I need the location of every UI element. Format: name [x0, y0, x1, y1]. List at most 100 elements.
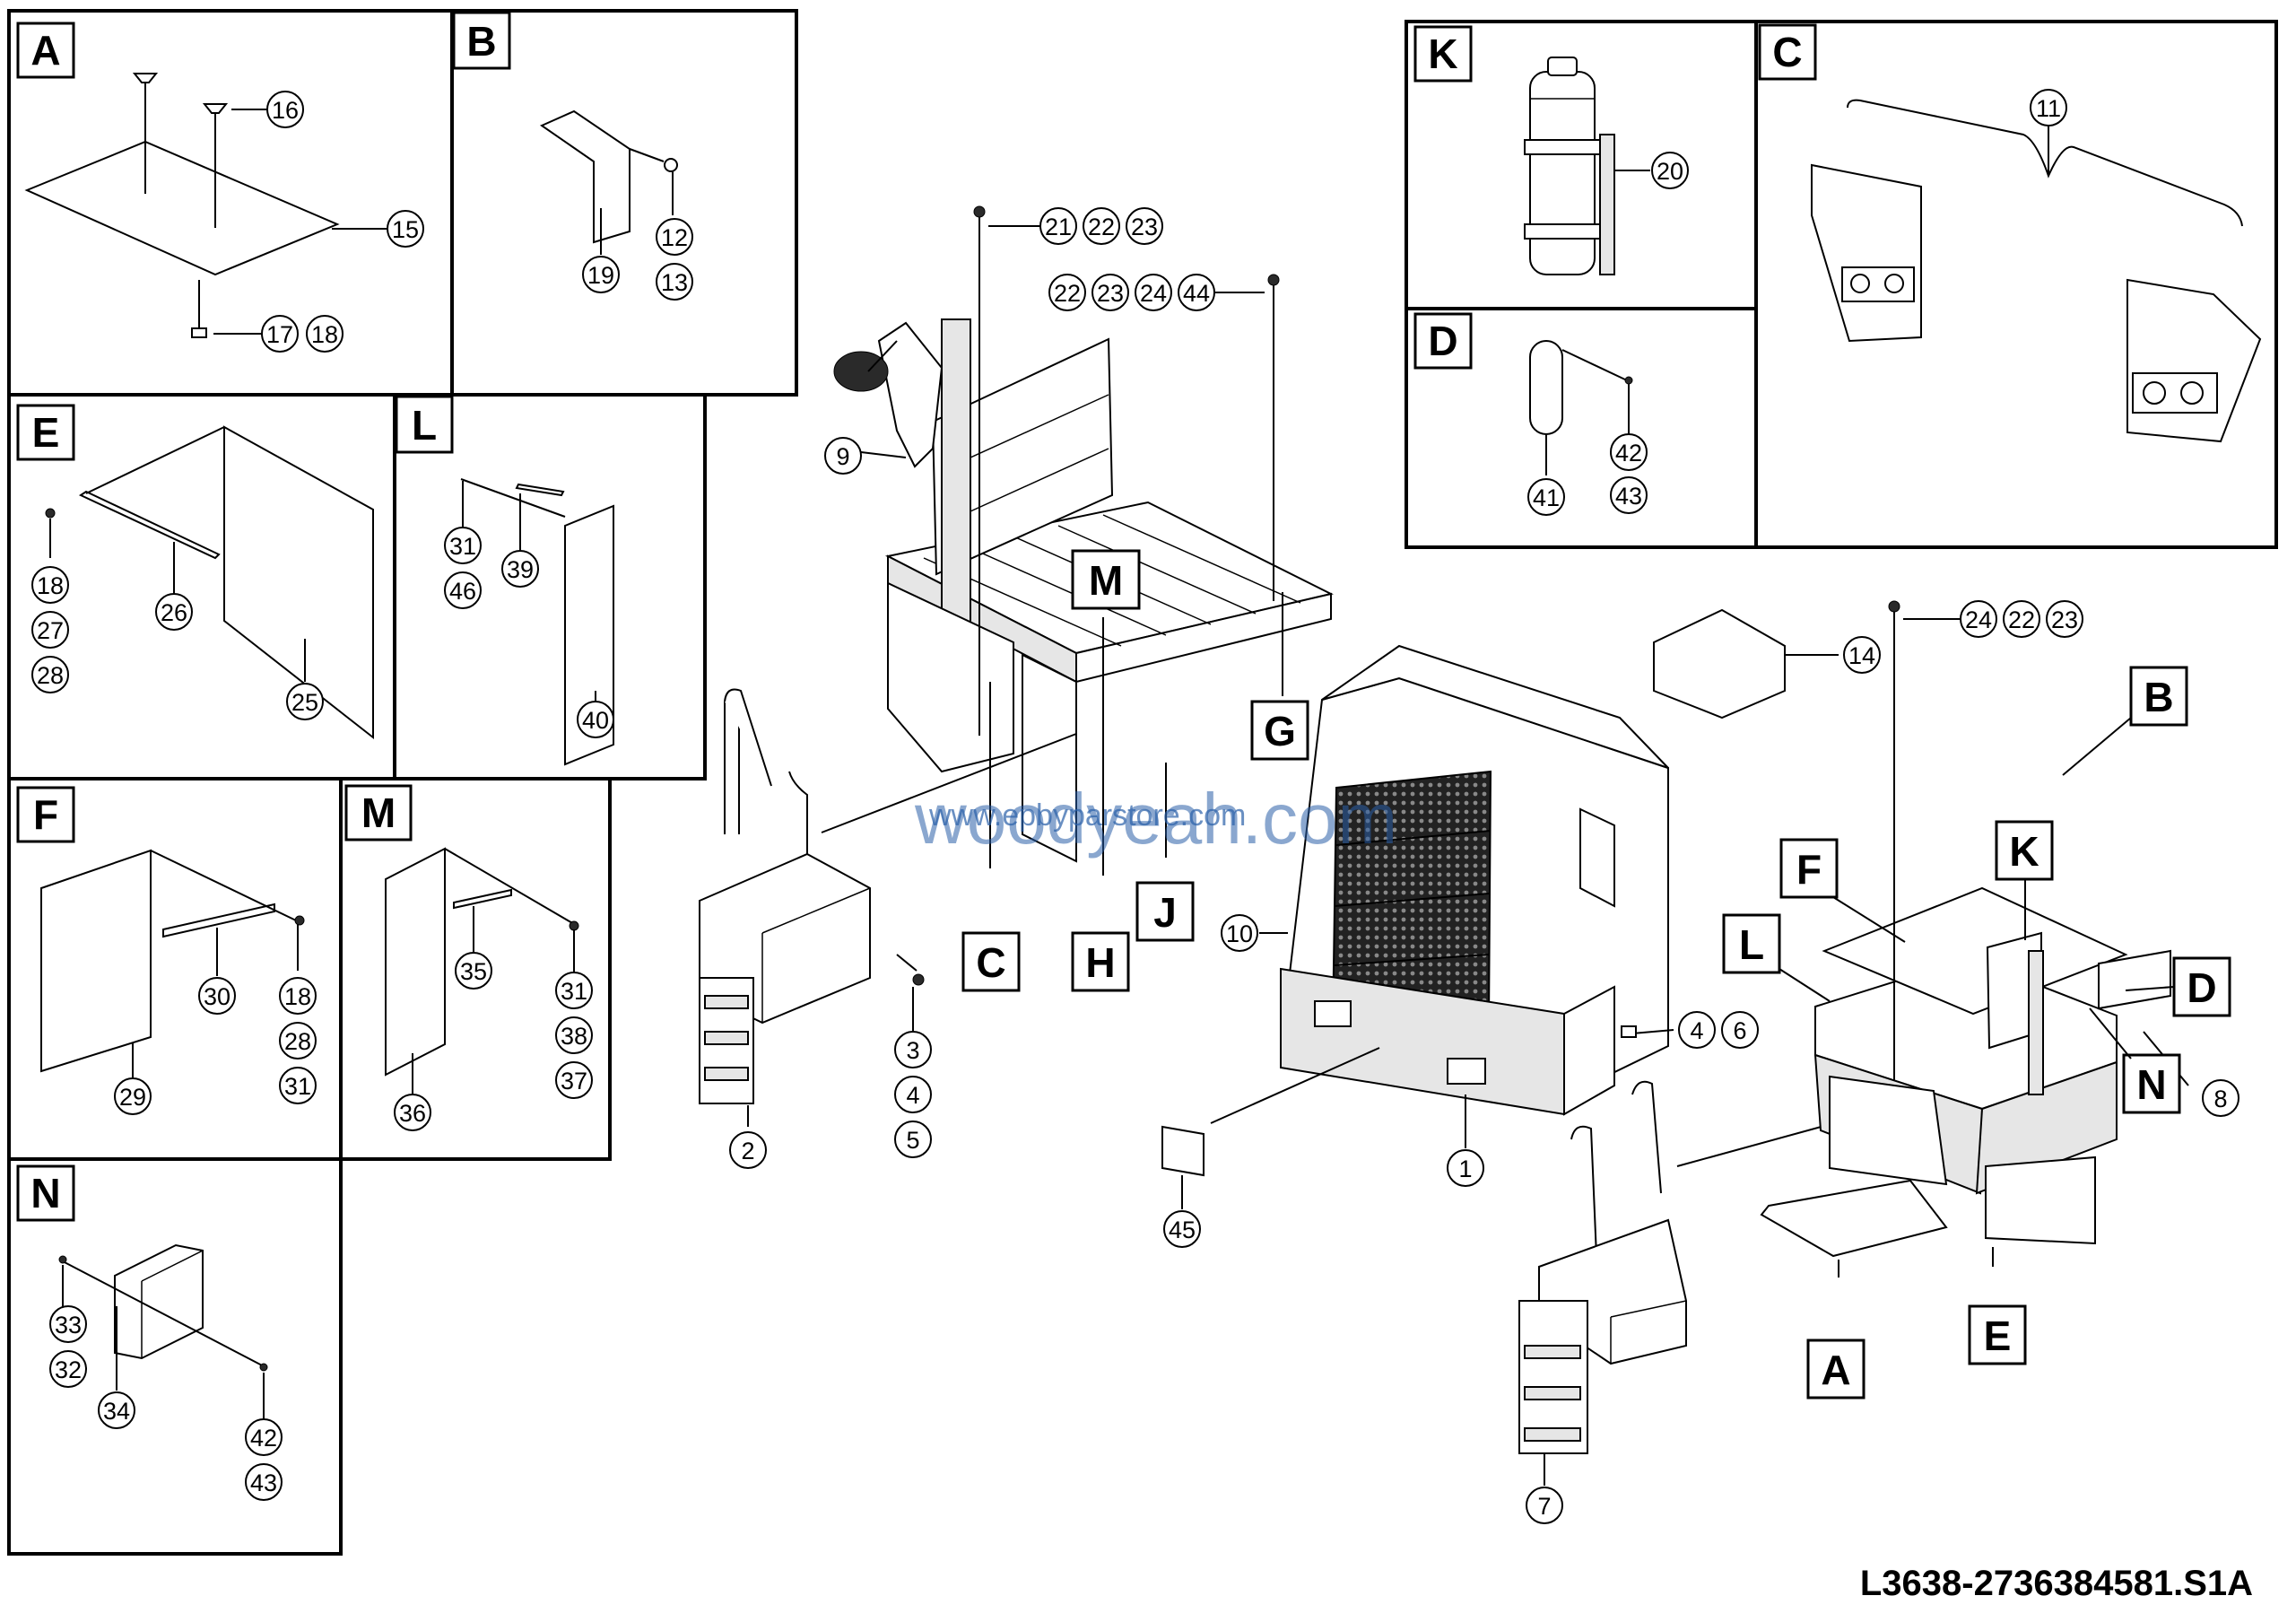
callout-43a: 43 [245, 1463, 283, 1501]
svg-text:L: L [1739, 921, 1764, 968]
svg-text:37: 37 [561, 1068, 587, 1094]
radiator-grille-assembly [1161, 644, 1674, 1209]
callout-23b: 23 [1091, 274, 1129, 311]
panel-m-cover [385, 847, 579, 1094]
svg-text:31: 31 [284, 1073, 311, 1100]
svg-text:14: 14 [1848, 642, 1875, 669]
svg-text:F: F [1796, 846, 1822, 893]
svg-text:42: 42 [250, 1425, 277, 1452]
svg-text:L: L [412, 402, 437, 449]
svg-text:34: 34 [103, 1398, 130, 1425]
callout-30: 30 [198, 977, 236, 1015]
svg-text:23: 23 [1131, 214, 1158, 240]
callout-38: 38 [555, 1016, 593, 1054]
svg-text:F: F [33, 791, 58, 838]
svg-text:32: 32 [55, 1356, 82, 1383]
cab-base-assembly [1653, 600, 2189, 1278]
svg-text:10: 10 [1226, 920, 1253, 947]
svg-text:3: 3 [906, 1037, 919, 1064]
svg-text:www.epbyparstore.com: www.epbyparstore.com [928, 798, 1246, 833]
panel-label-l: L [395, 395, 454, 454]
panel-f-cover [40, 849, 305, 1078]
callout-28a: 28 [31, 656, 69, 693]
detail-panel-frames [7, 9, 2278, 1556]
svg-text:B: B [2144, 674, 2173, 720]
callout-26: 26 [155, 593, 193, 631]
panel-b-bracket [539, 109, 678, 255]
svg-text:J: J [1153, 889, 1177, 936]
panel-label-c: C [1758, 23, 1817, 81]
assembly-tag-k-main: K [1995, 820, 2054, 881]
callout-7: 7 [1526, 1487, 1563, 1524]
platform-assembly [833, 205, 1334, 876]
svg-text:9: 9 [836, 443, 849, 470]
svg-text:4: 4 [1690, 1017, 1703, 1044]
svg-text:N: N [2136, 1061, 2166, 1108]
svg-text:M: M [361, 789, 396, 836]
svg-text:38: 38 [561, 1023, 587, 1050]
callout-42a: 42 [245, 1418, 283, 1456]
svg-text:19: 19 [587, 262, 614, 289]
callout-16: 16 [266, 91, 304, 128]
callout-29: 29 [114, 1077, 152, 1115]
svg-text:M: M [1089, 557, 1123, 604]
assembly-tag-a-main: A [1806, 1339, 1866, 1400]
watermark: woodyeah.com www.epbyparstore.com [914, 779, 1397, 859]
svg-text:41: 41 [1533, 484, 1560, 511]
callout-23a: 23 [1126, 207, 1163, 245]
svg-text:15: 15 [392, 216, 419, 243]
svg-text:23: 23 [2051, 606, 2078, 633]
callout-3: 3 [894, 1031, 932, 1068]
svg-text:30: 30 [204, 983, 230, 1010]
svg-text:22: 22 [1054, 280, 1081, 307]
panel-k-extinguisher [1524, 57, 1650, 275]
callout-23c: 23 [2046, 600, 2083, 638]
assembly-tag-m: M [1071, 549, 1141, 610]
callout-31b: 31 [279, 1067, 317, 1104]
svg-text:33: 33 [55, 1312, 82, 1339]
svg-text:C: C [976, 939, 1005, 986]
callout-13: 13 [656, 263, 693, 301]
callout-20: 20 [1651, 152, 1689, 189]
callout-9: 9 [824, 437, 862, 475]
svg-text:8: 8 [2213, 1086, 2227, 1112]
assembly-tag-d-main: D [2172, 956, 2231, 1017]
panel-a-floor-plate [24, 73, 389, 338]
svg-text:G: G [1264, 708, 1296, 754]
panel-n-box [58, 1243, 268, 1421]
svg-text:46: 46 [449, 578, 476, 605]
svg-text:12: 12 [661, 224, 688, 251]
svg-text:24: 24 [1965, 606, 1992, 633]
callout-18a: 18 [306, 315, 344, 353]
panel-label-d: D [1413, 312, 1473, 370]
callout-27: 27 [31, 611, 69, 649]
callout-25: 25 [286, 683, 324, 720]
callout-41: 41 [1527, 478, 1565, 516]
callout-14: 14 [1843, 636, 1881, 674]
callout-22a: 22 [1083, 207, 1120, 245]
svg-text:E: E [32, 409, 60, 456]
svg-text:35: 35 [460, 958, 487, 985]
panel-label-b: B [452, 11, 511, 70]
panel-label-m: M [344, 784, 413, 842]
panel-l-cover [460, 478, 614, 766]
svg-text:36: 36 [399, 1100, 426, 1127]
callout-22c: 22 [2003, 600, 2040, 638]
svg-text:16: 16 [272, 97, 299, 124]
panel-label-e: E [16, 404, 75, 461]
assembly-tags: M G C H J B F K L D N A E [961, 549, 2231, 1400]
callout-36: 36 [394, 1094, 431, 1131]
svg-text:K: K [1428, 31, 1457, 77]
panel-e-panel-strip [45, 425, 374, 740]
assembly-tag-g: G [1250, 700, 1309, 761]
svg-text:24: 24 [1140, 280, 1167, 307]
panel-label-f: F [16, 786, 75, 843]
svg-text:D: D [2187, 964, 2216, 1011]
svg-text:7: 7 [1537, 1493, 1551, 1520]
callout-18c: 18 [279, 977, 317, 1015]
panel-label-a: A [16, 22, 75, 79]
svg-text:31: 31 [449, 533, 476, 560]
svg-text:21: 21 [1045, 214, 1072, 240]
drawing-number: L3638-2736384581.S1A [1860, 1564, 2253, 1603]
callout-15: 15 [387, 210, 424, 248]
